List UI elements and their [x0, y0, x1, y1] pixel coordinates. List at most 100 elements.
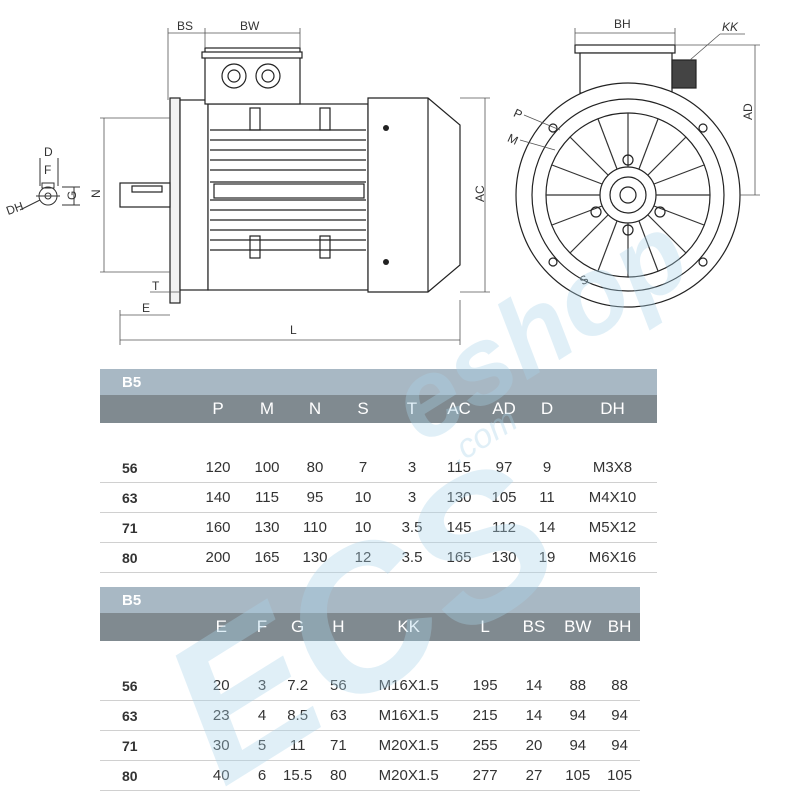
cell: M20X1.5 — [358, 760, 459, 791]
table2-header-size — [100, 613, 196, 641]
cell: 145 — [436, 512, 482, 543]
cell: 80 — [292, 453, 338, 483]
cell: 105 — [599, 760, 640, 791]
cell: 3 — [388, 453, 436, 483]
dimensions-table-2: B5 E F G H KK L BS BW BH 56 20 3 7.2 56 … — [100, 587, 640, 791]
table2-header: BH — [599, 613, 640, 641]
cell: 14 — [511, 700, 557, 731]
table-row: 56 120 100 80 7 3 115 97 9 M3X8 — [100, 453, 657, 483]
cell: 100 — [242, 453, 292, 483]
table1-title: B5 — [100, 369, 657, 395]
label-bh: BH — [614, 17, 631, 31]
cell: 94 — [556, 730, 600, 761]
table-row: 71 30 5 11 71 M20X1.5 255 20 94 94 — [100, 730, 640, 761]
table1-header: AC — [436, 395, 482, 423]
cell: M16X1.5 — [358, 700, 459, 731]
cell: 277 — [458, 760, 512, 791]
cell: 6 — [246, 760, 278, 791]
table2-title: B5 — [100, 587, 640, 613]
cell: 140 — [194, 482, 242, 513]
table1-header-size — [100, 395, 194, 423]
table2-header: F — [246, 613, 278, 641]
cell: 3 — [246, 671, 278, 701]
cell: 7 — [338, 453, 388, 483]
cell: 30 — [195, 730, 247, 761]
cell: 3 — [388, 482, 436, 513]
table-row: 80 200 165 130 12 3.5 165 130 19 M6X16 — [100, 542, 657, 573]
cell: 165 — [436, 542, 482, 573]
label-f: F — [44, 163, 51, 177]
cell: 11 — [277, 730, 319, 761]
table2-header: G — [277, 613, 319, 641]
table1-header: T — [388, 395, 436, 423]
label-ac: AC — [473, 185, 487, 202]
table-row: 80 40 6 15.5 80 M20X1.5 277 27 105 105 — [100, 760, 640, 791]
cell: 3.5 — [388, 512, 436, 543]
cell: M4X10 — [568, 482, 657, 513]
motor-drawing: D F G DH — [4, 17, 760, 345]
cell: M16X1.5 — [358, 671, 459, 701]
label-e: E — [142, 301, 150, 315]
shaft-section — [19, 158, 80, 211]
cell: 71 — [318, 730, 359, 761]
cell: 7.2 — [277, 671, 319, 701]
label-p: P — [511, 106, 524, 122]
label-l: L — [290, 323, 297, 337]
label-kk: KK — [722, 20, 739, 34]
label-m: M — [505, 131, 520, 148]
table1-header: AD — [482, 395, 526, 423]
cell: 19 — [526, 542, 568, 573]
cell: 5 — [246, 730, 278, 761]
cell: 115 — [436, 453, 482, 483]
cell: M3X8 — [568, 453, 657, 483]
cell: 160 — [194, 512, 242, 543]
label-n: N — [89, 189, 103, 198]
cell: 195 — [458, 671, 512, 701]
label-t: T — [152, 279, 160, 293]
row-size: 56 — [100, 671, 196, 701]
cell: 88 — [599, 671, 640, 701]
cell: 14 — [526, 512, 568, 543]
row-size: 71 — [100, 512, 194, 543]
cell: 14 — [511, 671, 557, 701]
row-size: 71 — [100, 730, 196, 761]
row-size: 63 — [100, 482, 194, 513]
cell: 94 — [599, 730, 640, 761]
table1-header: M — [242, 395, 292, 423]
label-g: G — [65, 191, 79, 200]
table-row: 63 140 115 95 10 3 130 105 11 M4X10 — [100, 482, 657, 513]
cell: 20 — [195, 671, 247, 701]
table1-header: N — [292, 395, 338, 423]
label-bs: BS — [177, 19, 193, 33]
cell: 9 — [526, 453, 568, 483]
cell: 56 — [318, 671, 359, 701]
cell: 97 — [482, 453, 526, 483]
cell: 105 — [556, 760, 600, 791]
cell: 130 — [242, 512, 292, 543]
fan-cover-screws — [383, 125, 389, 265]
table1-header: DH — [568, 395, 657, 423]
cell: 40 — [195, 760, 247, 791]
cell: 15.5 — [277, 760, 319, 791]
row-size: 80 — [100, 760, 196, 791]
cell: 94 — [556, 700, 600, 731]
cell: 94 — [599, 700, 640, 731]
table2-header: H — [318, 613, 359, 641]
table1-header: S — [338, 395, 388, 423]
cell: 215 — [458, 700, 512, 731]
cell: 88 — [556, 671, 600, 701]
cell: 23 — [195, 700, 247, 731]
table2-header: L — [458, 613, 512, 641]
cell: 130 — [482, 542, 526, 573]
cell: 115 — [242, 482, 292, 513]
row-size: 63 — [100, 700, 196, 731]
cell: 105 — [482, 482, 526, 513]
row-size: 56 — [100, 453, 194, 483]
cell: 27 — [511, 760, 557, 791]
table2-header: BS — [511, 613, 557, 641]
cell: 10 — [338, 512, 388, 543]
table-row: 56 20 3 7.2 56 M16X1.5 195 14 88 88 — [100, 671, 640, 701]
cell: M6X16 — [568, 542, 657, 573]
cell: 3.5 — [388, 542, 436, 573]
table2-header: BW — [556, 613, 600, 641]
